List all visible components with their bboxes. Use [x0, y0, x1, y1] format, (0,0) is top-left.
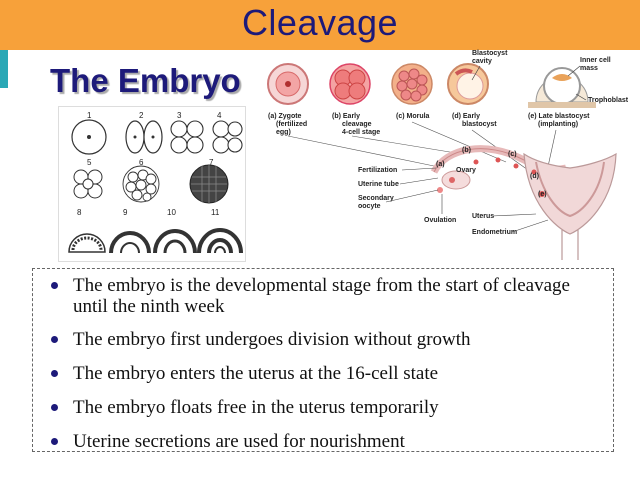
slide-title: Cleavage [241, 2, 399, 43]
bullet-dot-icon [51, 438, 58, 445]
bullet-item: Uterine secretions are used for nourishm… [43, 431, 603, 452]
embryo-development-diagram: (a) Zygote (fertilized egg) (b) Early cl… [266, 44, 632, 264]
bullet-text: Uterine secretions are used for nourishm… [73, 431, 405, 452]
title-bar: Cleavage [0, 0, 640, 50]
stage-number-10: 10 [167, 208, 176, 217]
stage-number-8: 8 [77, 208, 82, 217]
connector-lines [287, 121, 557, 195]
embryo-development-svg: (a) Zygote (fertilized egg) (b) Early cl… [267, 50, 629, 260]
svg-text:(b): (b) [462, 147, 471, 154]
svg-text:Uterus: Uterus [472, 213, 494, 220]
stage-9-gastrula [109, 231, 151, 254]
stage-number-6: 6 [139, 158, 144, 167]
cleavage-stages-diagram: 1 2 3 4 5 6 7 [58, 106, 246, 262]
zygote-image [267, 63, 309, 105]
cleavage-stages-svg: 1 2 3 4 5 6 7 [68, 111, 243, 254]
stage-number-5: 5 [87, 158, 92, 167]
early-blastocyst-image [447, 63, 489, 105]
svg-text:cleavage: cleavage [342, 121, 372, 128]
svg-text:Endometrium: Endometrium [472, 229, 517, 236]
bullet-text: The embryo is the developmental stage fr… [73, 275, 570, 317]
bullet-dot-icon [51, 336, 58, 343]
svg-text:(fertilized: (fertilized [276, 121, 307, 128]
stage-8-gastrula [68, 233, 106, 253]
svg-text:cavity: cavity [472, 58, 492, 65]
stage-number-2: 2 [139, 111, 144, 120]
svg-text:(a) Zygote: (a) Zygote [268, 113, 302, 120]
svg-text:egg): egg) [276, 129, 291, 136]
bullet-text: The embryo floats free in the uterus tem… [73, 397, 439, 418]
morula-image [391, 63, 433, 105]
svg-text:Inner cell: Inner cell [580, 57, 611, 64]
svg-text:(e) Late blastocyst: (e) Late blastocyst [528, 113, 590, 120]
svg-text:blastocyst: blastocyst [462, 121, 497, 128]
stage-7-blastula [189, 164, 229, 204]
svg-text:Fertilization: Fertilization [358, 167, 397, 174]
svg-text:4-cell stage: 4-cell stage [342, 129, 380, 136]
stage-11-gastrula [197, 228, 243, 254]
svg-text:(b) Early: (b) Early [332, 113, 360, 120]
svg-text:(e): (e) [538, 191, 547, 198]
stage-number-3: 3 [177, 111, 182, 120]
svg-text:oocyte: oocyte [358, 203, 381, 210]
bullet-dot-icon [51, 282, 58, 289]
bullet-item: The embryo enters the uterus at the 16-c… [43, 363, 603, 384]
left-accent-bar [0, 50, 8, 88]
svg-text:(a): (a) [436, 161, 445, 168]
late-blastocyst-image [528, 67, 596, 108]
bullet-list: The embryo is the developmental stage fr… [32, 268, 614, 452]
svg-text:(c): (c) [508, 151, 517, 158]
stage-number-7: 7 [209, 158, 214, 167]
slide-subtitle: The Embryo [50, 62, 241, 99]
stage-number-1: 1 [87, 111, 92, 120]
svg-text:(c) Morula: (c) Morula [396, 113, 430, 120]
early-cleavage-image [329, 63, 371, 105]
bullet-text: The embryo enters the uterus at the 16-c… [73, 363, 439, 384]
bullet-dot-icon [51, 404, 58, 411]
stage-number-11: 11 [211, 208, 220, 217]
stage-6-morula [122, 165, 160, 203]
bullet-item: The embryo is the developmental stage fr… [43, 275, 603, 317]
stage-number-4: 4 [217, 111, 222, 120]
svg-text:(d): (d) [530, 173, 539, 180]
bullet-item: The embryo floats free in the uterus tem… [43, 397, 603, 418]
svg-text:Uterine tube: Uterine tube [358, 181, 399, 188]
stage-5-cells [73, 169, 103, 199]
bullet-dot-icon [51, 370, 58, 377]
reproductive-tract [430, 145, 617, 260]
svg-text:mass: mass [580, 65, 598, 72]
svg-text:Blastocyst: Blastocyst [472, 50, 508, 57]
svg-text:(d) Early: (d) Early [452, 113, 480, 120]
svg-text:Ovary: Ovary [456, 167, 476, 174]
svg-text:Trophoblast: Trophoblast [588, 97, 629, 104]
stage-number-9: 9 [123, 208, 128, 217]
bullet-item: The embryo first undergoes division with… [43, 329, 603, 350]
bullet-text: The embryo first undergoes division with… [73, 329, 471, 350]
svg-text:Secondary: Secondary [358, 195, 394, 202]
svg-text:(implanting): (implanting) [538, 121, 578, 128]
svg-text:Ovulation: Ovulation [424, 217, 456, 224]
stage-10-gastrula [153, 229, 197, 254]
